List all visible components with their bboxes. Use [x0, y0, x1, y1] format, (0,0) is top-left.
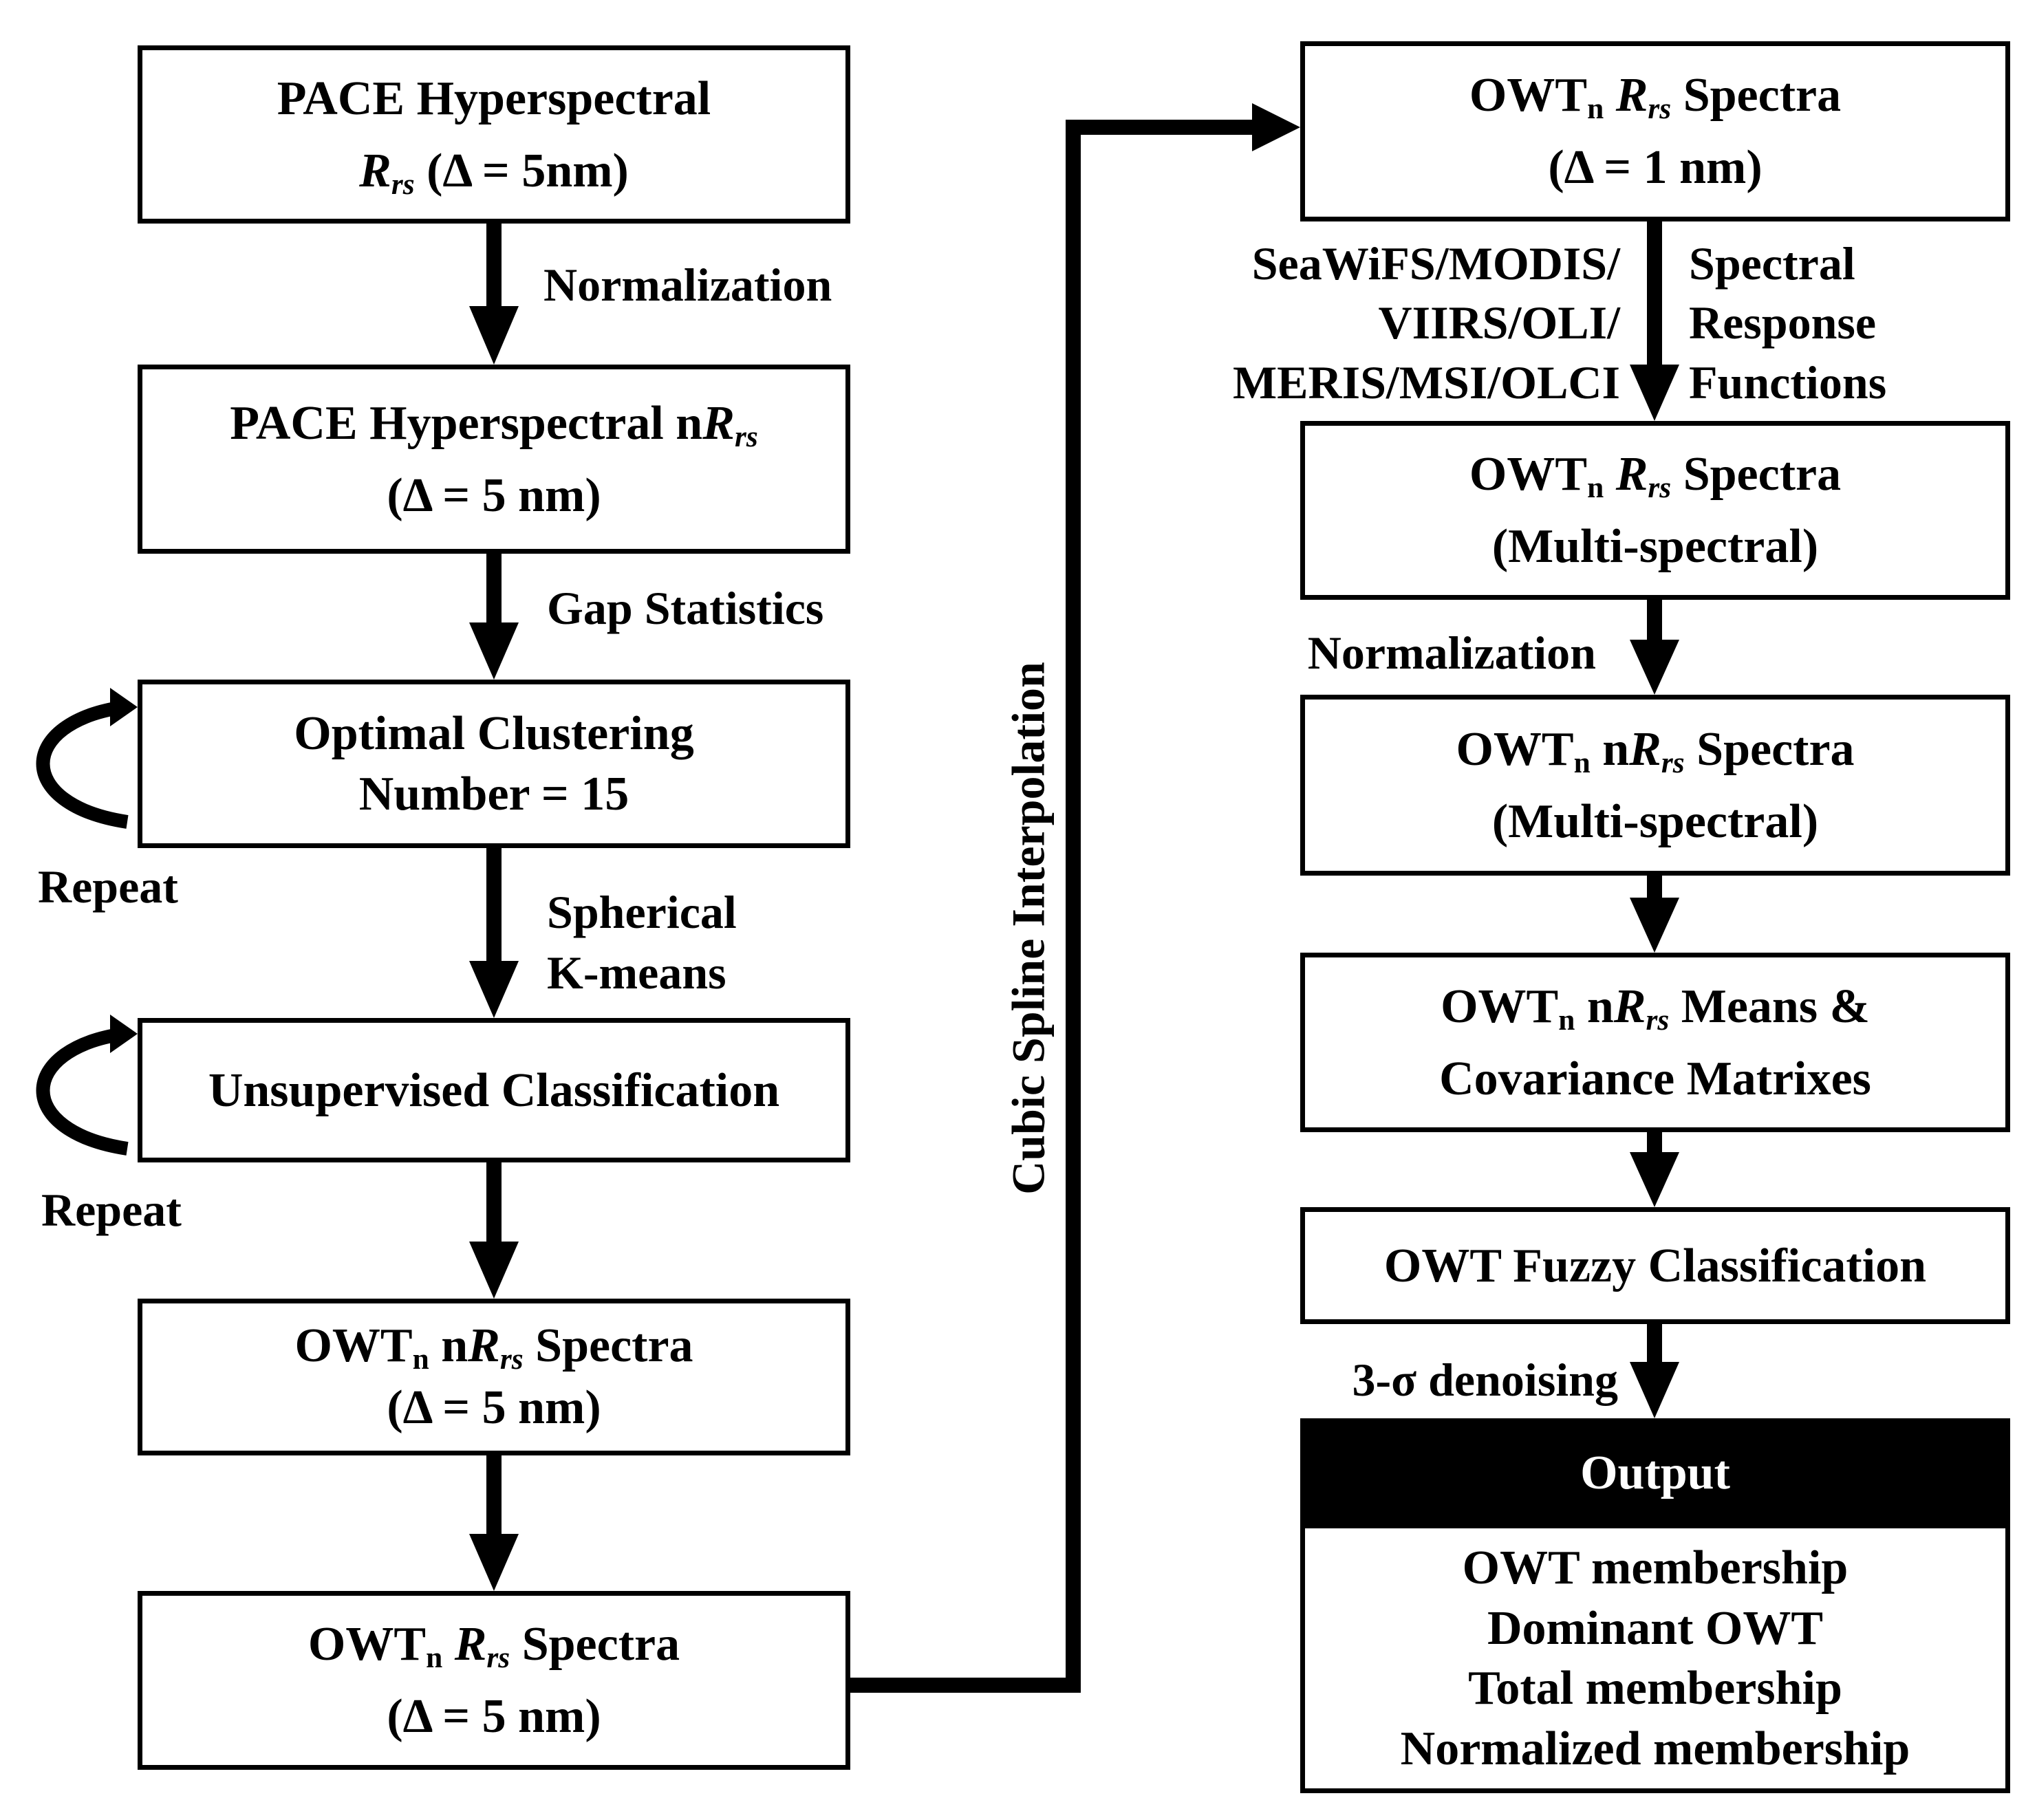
label-normalization-left: Normalization	[543, 259, 832, 311]
arrow-right-3	[1630, 876, 1679, 953]
box-line-2: (Multi-spectral)	[1491, 520, 1819, 573]
output-item-owt-membership: OWT membership	[1462, 1541, 1849, 1594]
arrow-left-2	[469, 554, 519, 680]
box-owtn-rrs-spectra-multispectral: OWTn Rrs Spectra (Multi-spectral)	[1300, 421, 2010, 600]
box-line-2: Covariance Matrixes	[1439, 1052, 1871, 1105]
arrow-left-3	[469, 848, 519, 1018]
label-cubic-spline-interpolation: Cubic Spline Interpolation	[1002, 662, 1055, 1195]
box-line-1: OWTn Rrs Spectra	[1469, 448, 1842, 504]
label-3sigma-denoising: 3-σ denoising	[1352, 1354, 1618, 1406]
box-line-1: OWTn nRrs Spectra	[294, 1319, 693, 1376]
label-sensors: SeaWiFS/MODIS/ VIIRS/OLI/ MERIS/MSI/OLCI	[1233, 237, 1620, 409]
box-owtn-nrrs-spectra-5nm: OWTn nRrs Spectra (Δ = 5 nm)	[138, 1299, 850, 1455]
box-line-1: PACE Hyperspectral	[277, 72, 711, 125]
box-owtn-nrrs-spectra-multispectral: OWTn nRrs Spectra (Multi-spectral)	[1300, 695, 2010, 876]
arrow-right-4	[1630, 1132, 1679, 1207]
box-line-1: OWTn nRrs Means &	[1441, 979, 1870, 1037]
repeat-loop-arrow-2	[36, 1015, 138, 1156]
output-item-normalized-membership: Normalized membership	[1400, 1722, 1910, 1775]
box-line-2: Number = 15	[358, 767, 629, 821]
arrow-left-1	[469, 224, 519, 365]
box-pace-hyperspectral-nrrs: PACE Hyperspectral nRrs (Δ = 5 nm)	[138, 365, 850, 554]
box-line-2: (Δ = 5 nm)	[387, 468, 601, 522]
arrow-right-1	[1630, 221, 1679, 421]
output-item-total-membership: Total membership	[1468, 1662, 1842, 1715]
box-owtn-nrrs-means-covariance: OWTn nRrs Means & Covariance Matrixes	[1300, 953, 2010, 1132]
label-spectral-response-functions: Spectral Response Functions	[1689, 237, 1887, 409]
label-spherical-kmeans: Spherical K-means	[547, 886, 737, 999]
box-line-1: OWT Fuzzy Classification	[1383, 1239, 1927, 1292]
box-owt-fuzzy-classification: OWT Fuzzy Classification	[1300, 1207, 2010, 1324]
arrow-left-4	[469, 1162, 519, 1299]
box-unsupervised-classification: Unsupervised Classification	[138, 1018, 850, 1162]
label-repeat-1: Repeat	[38, 860, 178, 913]
output-header: Output	[1300, 1418, 2010, 1528]
box-line-2: Rrs (Δ = 5nm)	[359, 144, 629, 201]
box-line-1: PACE Hyperspectral nRrs	[230, 396, 758, 453]
box-line-2: (Δ = 5 nm)	[387, 1381, 601, 1435]
box-line-1: OWTn nRrs Spectra	[1456, 722, 1855, 779]
box-owtn-rrs-spectra-5nm: OWTn Rrs Spectra (Δ = 5 nm)	[138, 1591, 850, 1770]
cubic-spline-connector	[850, 103, 1300, 1693]
box-optimal-clustering: Optimal Clustering Number = 15	[138, 680, 850, 848]
output-body: OWT membership Dominant OWT Total member…	[1300, 1524, 2010, 1793]
box-line-1: Optimal Clustering	[294, 707, 694, 760]
box-line-1: Unsupervised Classification	[208, 1063, 780, 1117]
label-normalization-right: Normalization	[1307, 627, 1596, 679]
box-pace-hyperspectral-rrs: PACE Hyperspectral Rrs (Δ = 5nm)	[138, 45, 850, 224]
box-owtn-rrs-spectra-1nm: OWTn Rrs Spectra (Δ = 1 nm)	[1300, 41, 2010, 221]
arrow-right-5	[1630, 1324, 1679, 1418]
label-gap-statistics: Gap Statistics	[547, 582, 824, 634]
box-line-1: OWTn Rrs Spectra	[1469, 69, 1842, 125]
arrow-right-2	[1630, 600, 1679, 695]
repeat-loop-arrow-1	[36, 688, 138, 829]
box-line-2: (Multi-spectral)	[1491, 794, 1819, 848]
box-line-2: (Δ = 1 nm)	[1548, 141, 1763, 194]
arrow-left-5	[469, 1455, 519, 1591]
box-line-1: OWTn Rrs Spectra	[308, 1618, 680, 1674]
box-line-2: (Δ = 5 nm)	[387, 1690, 601, 1743]
label-repeat-2: Repeat	[41, 1184, 182, 1236]
output-item-dominant-owt: Dominant OWT	[1487, 1601, 1824, 1655]
